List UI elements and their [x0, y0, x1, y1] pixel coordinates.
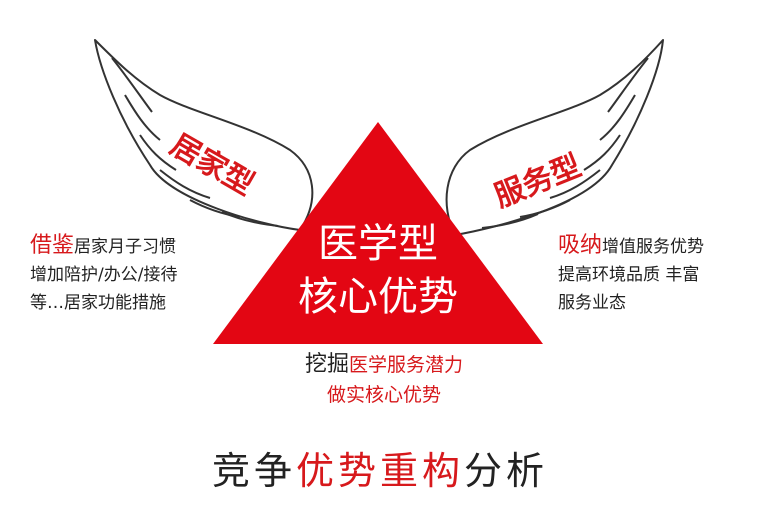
right-wing: 服务型: [445, 39, 664, 236]
left-lead: 借鉴: [30, 233, 75, 258]
center-description: 挖掘医学服务潜力 做实核心优势: [284, 350, 484, 410]
footer-title: 竞争优势重构分析: [0, 440, 760, 495]
left-description: 借鉴居家月子习惯 增加陪护/办公/接待 等…居家功能措施: [30, 232, 177, 317]
core-triangle: [213, 122, 543, 344]
center-line2: 做实核心优势: [326, 384, 441, 406]
left-line2: 增加陪护/办公/接待: [30, 265, 178, 285]
left-wing: 居家型: [94, 39, 314, 231]
right-description: 吸纳增值服务优势 提高环境品质 丰富 服务业态: [558, 232, 704, 317]
right-lead: 吸纳: [558, 233, 603, 258]
center-lead: 挖掘: [304, 352, 349, 377]
triangle-line1: 医学型: [318, 221, 438, 267]
footer-title-part1: 竞争: [211, 449, 296, 493]
center-line1: 医学服务潜力: [349, 354, 464, 376]
right-line2: 提高环境品质 丰富: [558, 265, 700, 285]
footer-title-part3: 分析: [464, 449, 549, 493]
footer-title-part2: 优势重构: [295, 449, 464, 493]
right-line1: 增值服务优势: [602, 237, 705, 257]
left-line1: 居家月子习惯: [74, 237, 177, 257]
triangle-line2: 核心优势: [298, 274, 458, 320]
right-line3: 服务业态: [558, 293, 626, 313]
left-line3: 等…居家功能措施: [30, 293, 166, 313]
